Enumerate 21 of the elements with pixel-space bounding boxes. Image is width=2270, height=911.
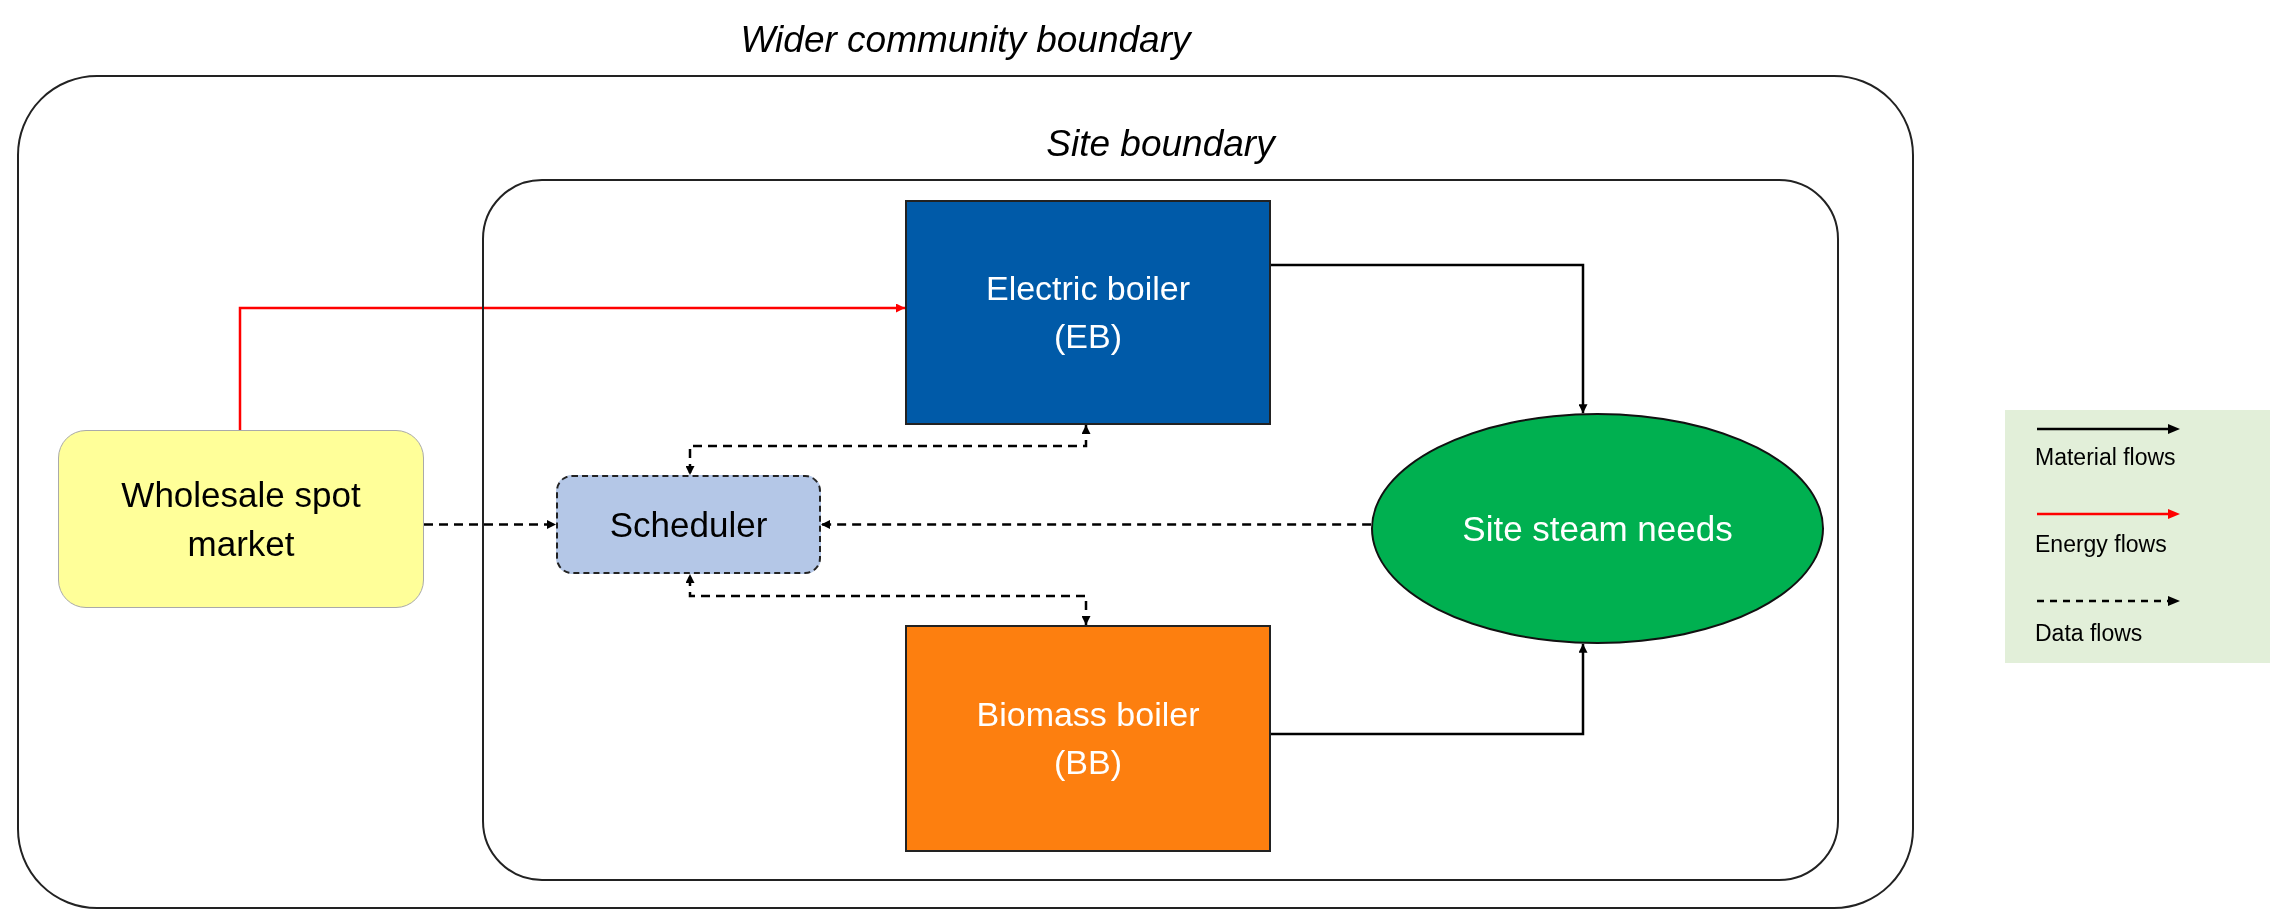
legend-label: Data flows xyxy=(2035,620,2143,647)
arrow xyxy=(685,425,1091,475)
node-label: Site steam needs xyxy=(1462,508,1733,550)
legend-label: Energy flows xyxy=(2035,531,2167,558)
node-label: Biomass boiler (BB) xyxy=(975,693,1201,783)
arrow xyxy=(424,520,556,529)
boundary-title: Site boundary xyxy=(1045,123,1278,165)
arrow xyxy=(1271,643,1588,736)
process-box xyxy=(905,200,1271,425)
arrow xyxy=(685,574,1091,625)
process-box xyxy=(556,475,821,574)
boundary-title: Wider community boundary xyxy=(739,19,1193,61)
arrow xyxy=(1271,263,1588,414)
node-label: Scheduler xyxy=(609,504,768,546)
process-box xyxy=(58,430,424,608)
legend-label: Material flows xyxy=(2035,444,2176,471)
node-label: Wholesale spot market xyxy=(120,474,362,565)
process-box xyxy=(905,625,1271,852)
arrow xyxy=(821,520,1372,529)
arrow xyxy=(238,303,905,430)
node-label: Electric boiler (EB) xyxy=(984,267,1192,357)
